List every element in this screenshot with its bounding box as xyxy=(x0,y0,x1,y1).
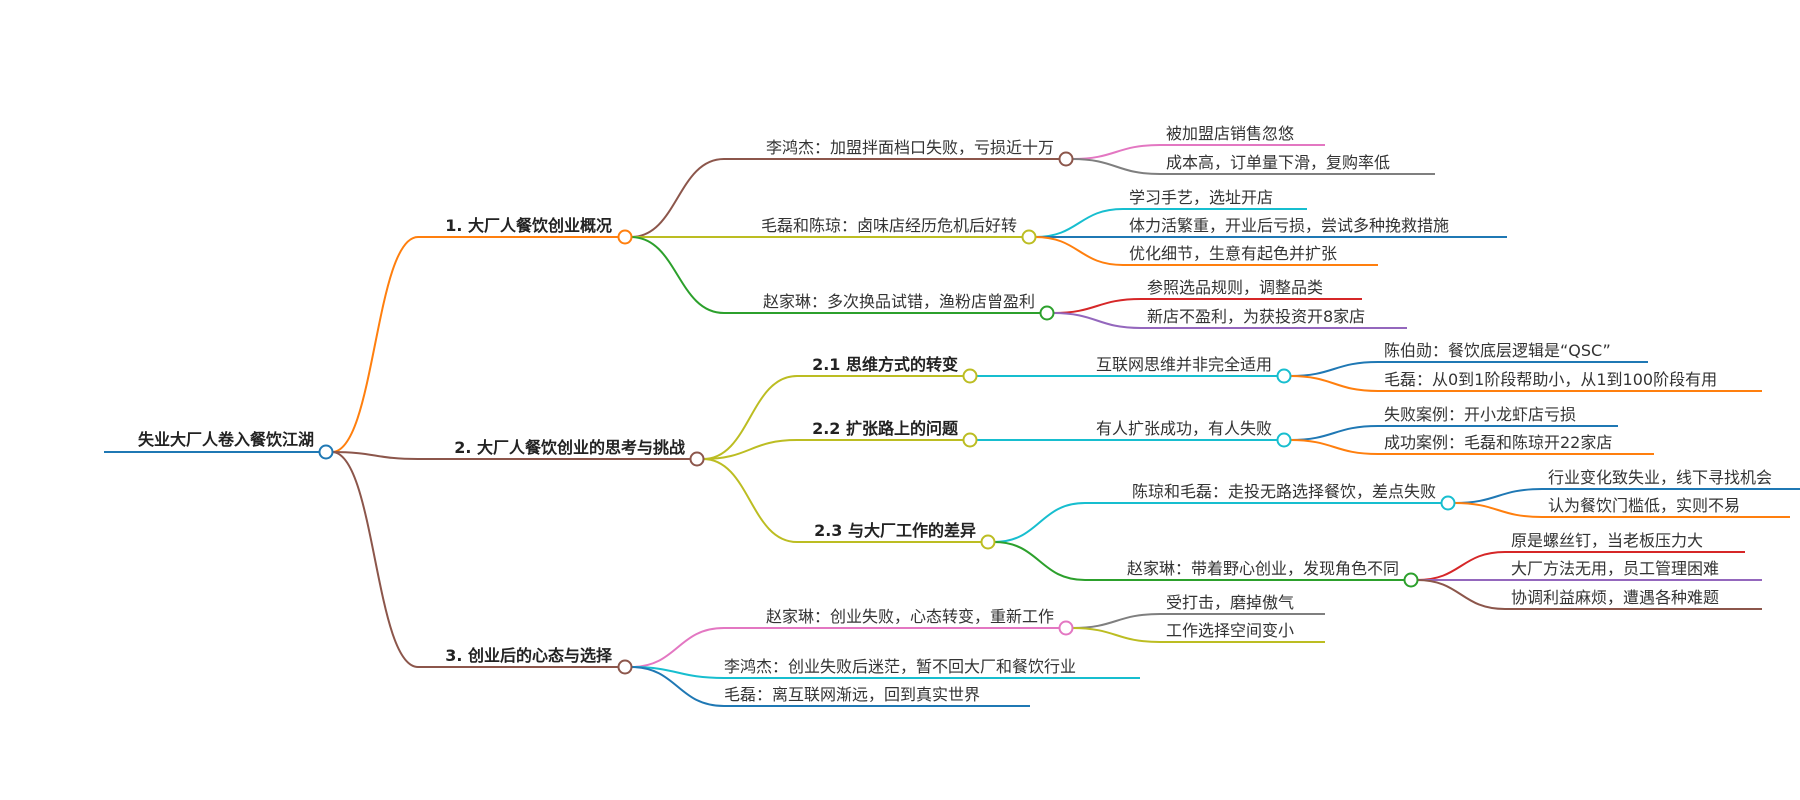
edge-root-2 xyxy=(331,451,419,460)
edge-1-3-1 xyxy=(1052,298,1142,314)
edge-2-3-1-2 xyxy=(1453,502,1543,518)
edge-3-1 xyxy=(630,627,725,668)
topic-2-2-1[interactable]: 有人扩张成功，有人失败 xyxy=(1096,419,1272,438)
topic-3-1-1[interactable]: 受打击，磨掉傲气 xyxy=(1166,593,1294,612)
connector-n2[interactable] xyxy=(689,451,705,467)
edge-2-3 xyxy=(702,458,798,543)
connector-n1b[interactable] xyxy=(1021,229,1037,245)
edge-1-3-2 xyxy=(1052,312,1142,329)
edge-2-1-1-1 xyxy=(1289,361,1379,377)
edge-2-1 xyxy=(702,375,798,460)
topic-3-2[interactable]: 李鸿杰：创业失败后迷茫，暂不回大厂和餐饮行业 xyxy=(724,657,1076,676)
topic-1-2-2[interactable]: 体力活繁重，开业后亏损，尝试多种挽救措施 xyxy=(1129,216,1449,235)
topic-2-3-1-2[interactable]: 认为餐饮门槛低，实则不易 xyxy=(1548,496,1740,515)
topic-2-1-1-2[interactable]: 毛磊：从0到1阶段帮助小，从1到100阶段有用 xyxy=(1384,370,1717,389)
edge-2-3-2-1 xyxy=(1416,551,1506,581)
connector-n23a[interactable] xyxy=(1440,495,1456,511)
edge-2-3-2 xyxy=(993,541,1086,581)
edge-root-3 xyxy=(331,451,419,668)
connector-n21a[interactable] xyxy=(1276,368,1292,384)
connector-n1a[interactable] xyxy=(1058,151,1074,167)
connector-n1c[interactable] xyxy=(1039,305,1055,321)
root-topic[interactable]: 失业大厂人卷入餐饮江湖 xyxy=(138,430,314,449)
topic-2-2[interactable]: 2.2 扩张路上的问题 xyxy=(812,419,959,438)
topic-1-2[interactable]: 毛磊和陈琼：卤味店经历危机后好转 xyxy=(761,216,1017,235)
edge-1-1-2 xyxy=(1071,158,1161,175)
topic-2-2-1-1[interactable]: 失败案例：开小龙虾店亏损 xyxy=(1384,405,1576,424)
connector-n1[interactable] xyxy=(617,229,633,245)
mindmap-labels: 失业大厂人卷入餐饮江湖 1. 大厂人餐饮创业概况 2. 大厂人餐饮创业的思考与挑… xyxy=(138,124,1772,704)
topic-2-3-2-3[interactable]: 协调利益麻烦，遭遇各种难题 xyxy=(1511,588,1719,607)
topic-1-3-2[interactable]: 新店不盈利，为获投资开8家店 xyxy=(1147,307,1365,326)
edge-root-1 xyxy=(331,236,419,453)
topic-1-3[interactable]: 赵家琳：多次换品试错，渔粉店曾盈利 xyxy=(763,292,1035,311)
edge-3-1-2 xyxy=(1071,627,1161,643)
mindmap-nodes xyxy=(318,151,1456,675)
edge-2-3-1-1 xyxy=(1453,488,1543,504)
edge-1-2-3 xyxy=(1034,236,1124,266)
connector-n22a[interactable] xyxy=(1276,432,1292,448)
mindmap-underlines xyxy=(104,144,1800,707)
edge-2-2-1-1 xyxy=(1289,425,1379,441)
connector-n21[interactable] xyxy=(962,368,978,384)
topic-2-3-1[interactable]: 陈琼和毛磊：走投无路选择餐饮，差点失败 xyxy=(1132,482,1436,501)
edge-1-2-1 xyxy=(1034,208,1124,238)
topic-3-1-2[interactable]: 工作选择空间变小 xyxy=(1166,621,1294,640)
topic-2-3-2-1[interactable]: 原是螺丝钉，当老板压力大 xyxy=(1511,531,1703,550)
topic-1-3-1[interactable]: 参照选品规则，调整品类 xyxy=(1147,278,1323,297)
topic-3-3[interactable]: 毛磊：离互联网渐远，回到真实世界 xyxy=(724,685,980,704)
topic-2-3-2-2[interactable]: 大厂方法无用，员工管理困难 xyxy=(1511,559,1719,578)
connector-n3[interactable] xyxy=(617,659,633,675)
edge-2-1-1-2 xyxy=(1289,375,1379,392)
edge-2-3-2-3 xyxy=(1416,579,1506,610)
edge-2-2 xyxy=(702,439,798,460)
edge-1-3 xyxy=(630,236,725,314)
topic-2-1[interactable]: 2.1 思维方式的转变 xyxy=(812,355,958,374)
mindmap-edges xyxy=(331,144,1543,707)
edge-2-2-1-2 xyxy=(1289,439,1379,455)
topic-2[interactable]: 2. 大厂人餐饮创业的思考与挑战 xyxy=(454,438,685,457)
connector-n22[interactable] xyxy=(962,432,978,448)
topic-1-2-1[interactable]: 学习手艺，选址开店 xyxy=(1129,188,1273,207)
topic-2-3-2[interactable]: 赵家琳：带着野心创业，发现角色不同 xyxy=(1127,559,1399,578)
topic-2-1-1[interactable]: 互联网思维并非完全适用 xyxy=(1096,355,1272,374)
edge-3-1-1 xyxy=(1071,613,1161,629)
topic-2-3-1-1[interactable]: 行业变化致失业，线下寻找机会 xyxy=(1548,468,1772,487)
topic-2-2-1-2[interactable]: 成功案例：毛磊和陈琼开22家店 xyxy=(1384,433,1612,452)
topic-1[interactable]: 1. 大厂人餐饮创业概况 xyxy=(445,216,612,235)
connector-n23[interactable] xyxy=(980,534,996,550)
topic-1-1-2[interactable]: 成本高，订单量下滑，复购率低 xyxy=(1166,153,1390,172)
edge-1-1-1 xyxy=(1071,144,1161,160)
topic-3-1[interactable]: 赵家琳：创业失败，心态转变，重新工作 xyxy=(766,607,1054,626)
edge-3-3 xyxy=(630,666,725,707)
edge-2-3-1 xyxy=(993,502,1086,543)
edge-1-1 xyxy=(630,158,725,238)
topic-2-3[interactable]: 2.3 与大厂工作的差异 xyxy=(814,521,976,540)
topic-3[interactable]: 3. 创业后的心态与选择 xyxy=(445,646,613,665)
connector-n3a[interactable] xyxy=(1058,620,1074,636)
topic-2-1-1-1[interactable]: 陈伯勋：餐饮底层逻辑是“QSC” xyxy=(1384,341,1611,360)
topic-1-1-1[interactable]: 被加盟店销售忽悠 xyxy=(1166,124,1294,143)
topic-1-1[interactable]: 李鸿杰：加盟拌面档口失败，亏损近十万 xyxy=(766,138,1054,157)
topic-1-2-3[interactable]: 优化细节，生意有起色并扩张 xyxy=(1129,244,1337,263)
connector-n23b[interactable] xyxy=(1403,572,1419,588)
root-connector[interactable] xyxy=(318,444,334,460)
